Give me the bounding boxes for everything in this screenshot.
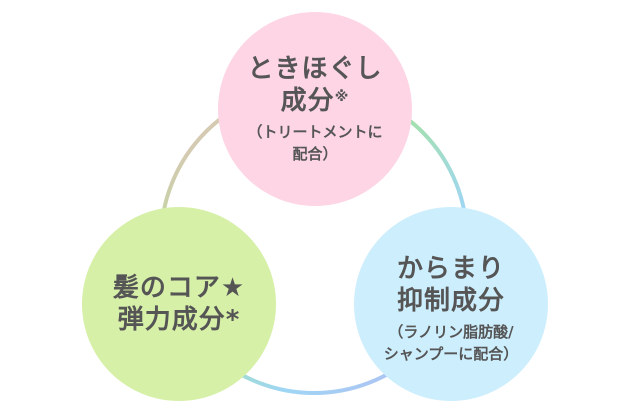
node-title: ときほぐし 成分※ [247,53,382,117]
title-line: 髪のコア★ [112,273,246,303]
footnote-mark: ※ [334,89,350,105]
node-title: からまり 抑制成分 [397,253,505,317]
node-subtitle: （トリートメントに 配合） [247,121,382,165]
node-anti-tangle-ingredient: からまり 抑制成分 （ラノリン脂肪酸/ シャンプーに配合） [354,207,548,401]
title-line: 抑制成分 [396,286,505,316]
title-line: 成分 [280,86,335,116]
subtitle-line: （トリートメントに [247,123,383,141]
subtitle-line: 配合） [292,145,338,163]
node-detangling-ingredient: ときほぐし 成分※ （トリートメントに 配合） [218,12,412,206]
node-hair-core-ingredient: 髪のコア★ 弾力成分* [82,207,276,401]
title-line: からまり [396,254,505,284]
title-line: ときほぐし [247,54,383,84]
node-title: 髪のコア★ 弾力成分* [113,272,245,336]
subtitle-line: （ラノリン脂肪酸/ [388,323,514,341]
subtitle-line: シャンプーに配合） [383,345,519,363]
node-subtitle: （ラノリン脂肪酸/ シャンプーに配合） [384,321,519,365]
title-line: 弾力成分* [117,305,241,335]
